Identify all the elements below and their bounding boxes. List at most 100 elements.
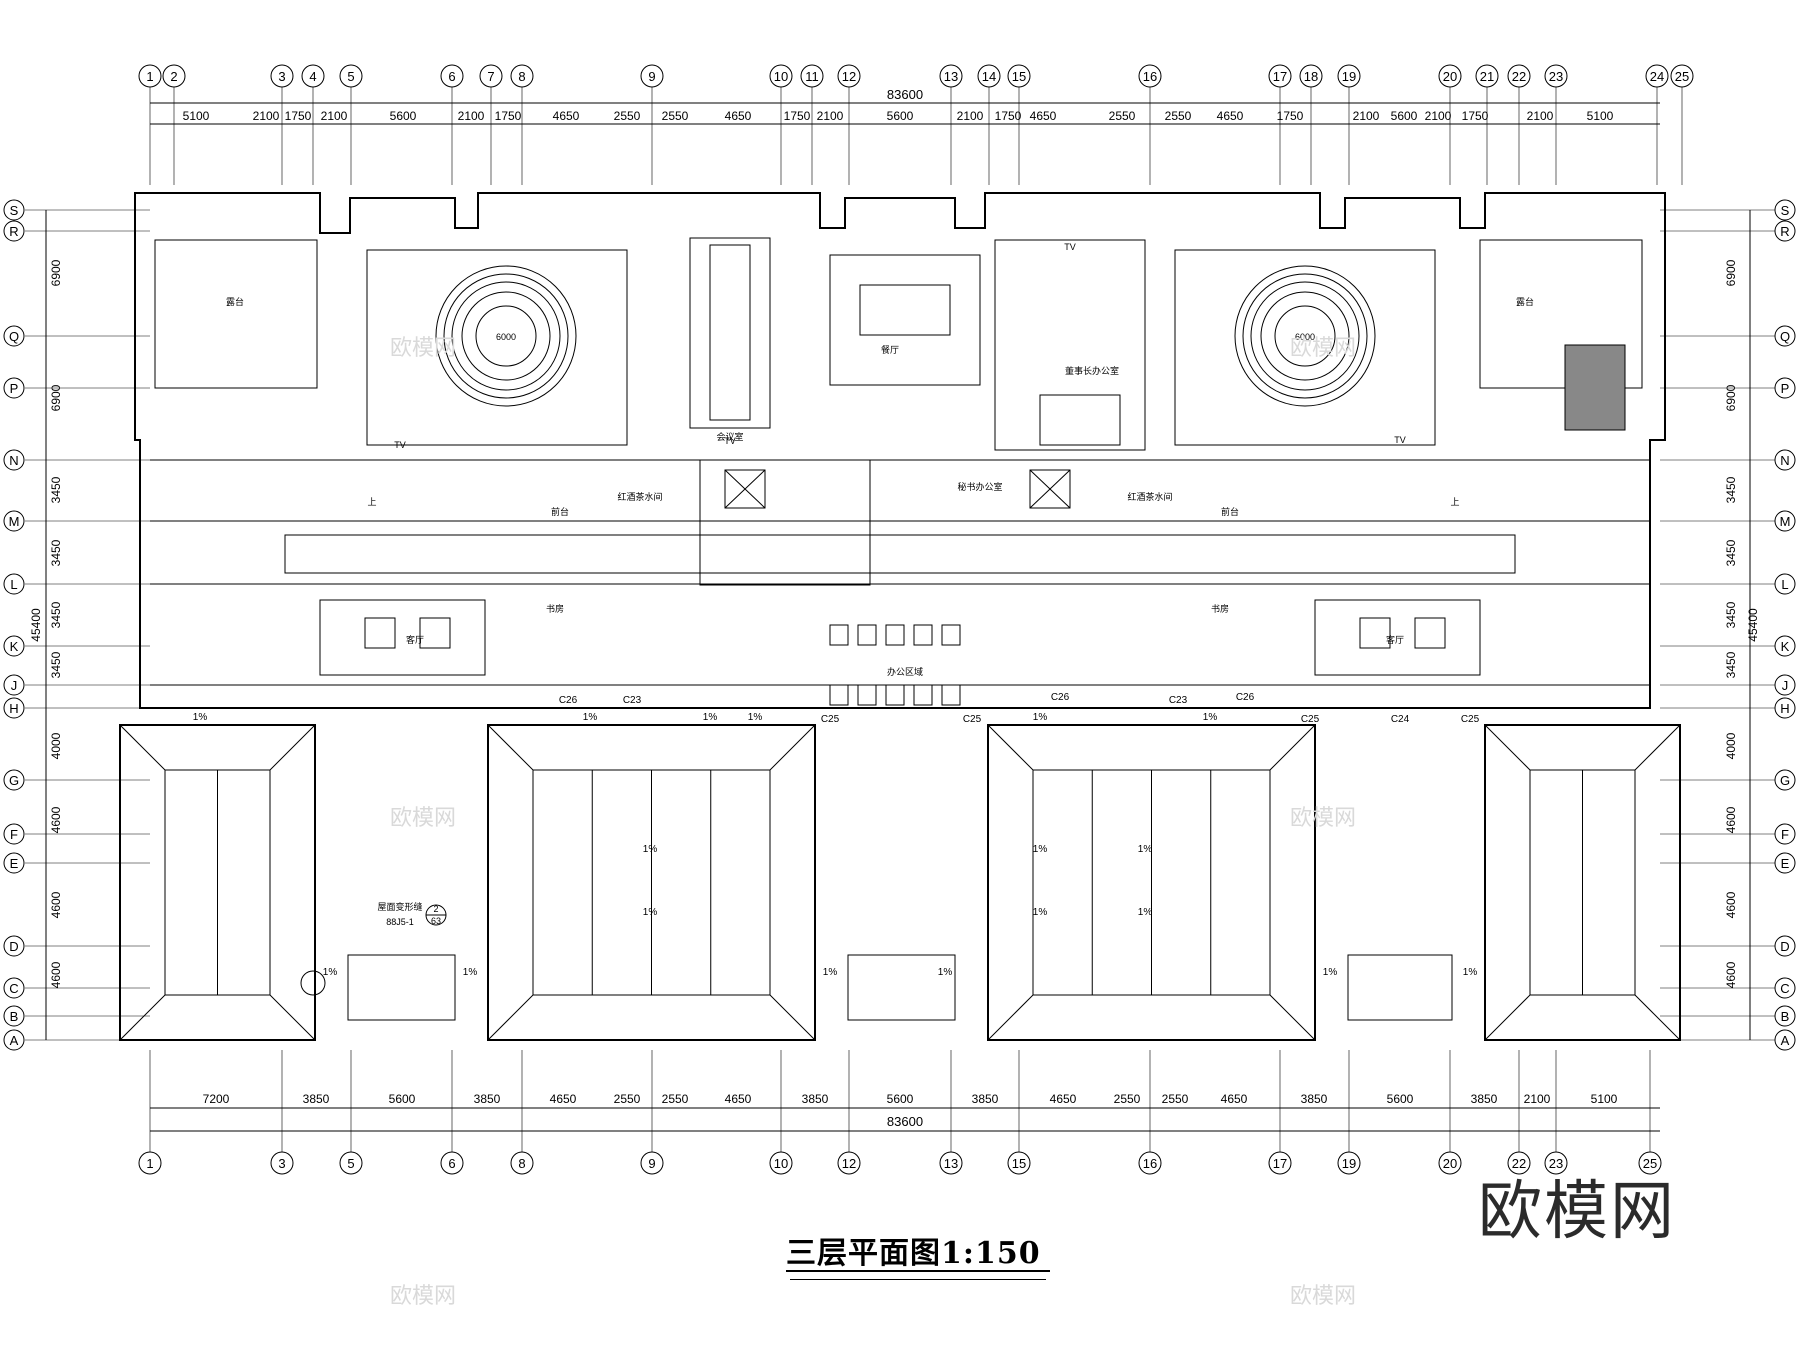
slope-label: 1% (193, 712, 208, 723)
roof-hip (487, 724, 534, 771)
watermark-logo: 欧模网 (1478, 1175, 1676, 1249)
slope-label: 1% (1463, 967, 1478, 978)
dim-value: 4650 (553, 109, 580, 123)
slope-label: 1% (643, 844, 658, 855)
dim-value: 4650 (1217, 109, 1244, 123)
roof-hip (769, 994, 816, 1041)
roof-hip (119, 724, 166, 771)
dim-value: 1750 (784, 109, 811, 123)
detail-marker (300, 970, 326, 996)
room-label-secretary: 秘书办公室 (957, 481, 1002, 492)
dim-value: 4650 (725, 109, 752, 123)
dim-value: 5600 (389, 1092, 416, 1106)
dim-value: 1750 (285, 109, 312, 123)
roof-hip (269, 724, 316, 771)
axis-bubble (3, 377, 25, 399)
axis-label: B (1781, 1009, 1790, 1024)
axis-bubble (3, 1029, 25, 1051)
office-desk (857, 624, 877, 646)
roof-hip (1634, 724, 1681, 771)
sofa (1414, 617, 1446, 649)
dim-value: 4650 (725, 1092, 752, 1106)
dim-value: 1750 (1277, 109, 1304, 123)
axis-label: F (10, 827, 18, 842)
axis-label: D (9, 939, 18, 954)
dim-value: 2550 (662, 1092, 689, 1106)
roof-hip (987, 724, 1034, 771)
terrace-right (1479, 239, 1643, 389)
slope-label: 1% (748, 712, 763, 723)
roof-block-1 (119, 724, 316, 1041)
roof-hip (487, 994, 534, 1041)
corridor-band (284, 534, 1516, 574)
dim-value: 3450 (49, 539, 63, 566)
dim-value: 2550 (662, 109, 689, 123)
stair-hatched (1564, 344, 1626, 431)
axis-label: K (1781, 639, 1790, 654)
axis-label: 25 (1643, 1156, 1657, 1171)
dim-value: 2100 (1527, 109, 1554, 123)
slope-label: 1% (1033, 712, 1048, 723)
axis-bubble (3, 852, 25, 874)
room-label-up: 上 (367, 497, 376, 507)
axis-label: J (11, 678, 18, 693)
window-tag: C24 (1391, 714, 1410, 725)
dim-value: 2100 (1425, 109, 1452, 123)
window-tag: C23 (623, 695, 642, 706)
office-desk (829, 624, 849, 646)
axis-label: 8 (518, 69, 525, 84)
dim-value: 3850 (303, 1092, 330, 1106)
axis-label: A (10, 1033, 19, 1048)
dining-room (829, 254, 981, 386)
dim-value: 2100 (458, 109, 485, 123)
detail-number: 2 (433, 904, 438, 914)
room-label-study: 书房 (1211, 603, 1229, 614)
watermark-small: 欧模网 (1290, 336, 1357, 361)
watermark-small: 欧模网 (1290, 806, 1357, 831)
roof-connector (347, 954, 456, 1021)
window-tag: C26 (1236, 692, 1255, 703)
watermark-small: 欧模网 (390, 1284, 457, 1309)
slope-label: 1% (1138, 907, 1153, 918)
watermark-small: 欧模网 (390, 806, 457, 831)
dim-value: 3450 (1724, 601, 1738, 628)
axis-label: C (1780, 981, 1789, 996)
axis-label: M (1780, 514, 1791, 529)
round-table-ring (475, 305, 537, 367)
axis-label: 3 (278, 69, 285, 84)
axis-label: E (1781, 856, 1790, 871)
dim-value: 7200 (203, 1092, 230, 1106)
axis-label: N (9, 453, 18, 468)
elevator (1029, 469, 1071, 509)
round-table-ring (443, 273, 569, 399)
office-desk (857, 684, 877, 706)
dim-value: 4650 (550, 1092, 577, 1106)
axis-label: 6 (448, 69, 455, 84)
dim-value: 2550 (1165, 109, 1192, 123)
dim-total-bottom: 83600 (887, 1114, 923, 1129)
roof-hip (269, 994, 316, 1041)
axis-bubble (3, 449, 25, 471)
axis-label: 12 (842, 69, 856, 84)
axis-label: 23 (1549, 1156, 1563, 1171)
axis-label: D (1780, 939, 1789, 954)
dim-value: 5100 (1587, 109, 1614, 123)
axis-label: 14 (982, 69, 996, 84)
room-label-terrace: 露台 (226, 296, 244, 307)
slope-label: 1% (703, 712, 718, 723)
axis-label: 9 (648, 69, 655, 84)
round-table-ring (461, 291, 551, 381)
dim-value: 3450 (1724, 476, 1738, 503)
sofa (419, 617, 451, 649)
axis-label: 10 (774, 69, 788, 84)
roof-hip (1484, 994, 1531, 1041)
axis-bubble (3, 823, 25, 845)
office-desk (829, 684, 849, 706)
window-tag: C26 (559, 695, 578, 706)
roof-hip (119, 994, 166, 1041)
axis-bubble (3, 199, 25, 221)
slope-label: 1% (1033, 844, 1048, 855)
room-label-tv: TV (1394, 435, 1406, 445)
dim-value: 2550 (614, 1092, 641, 1106)
slope-label: 1% (643, 907, 658, 918)
